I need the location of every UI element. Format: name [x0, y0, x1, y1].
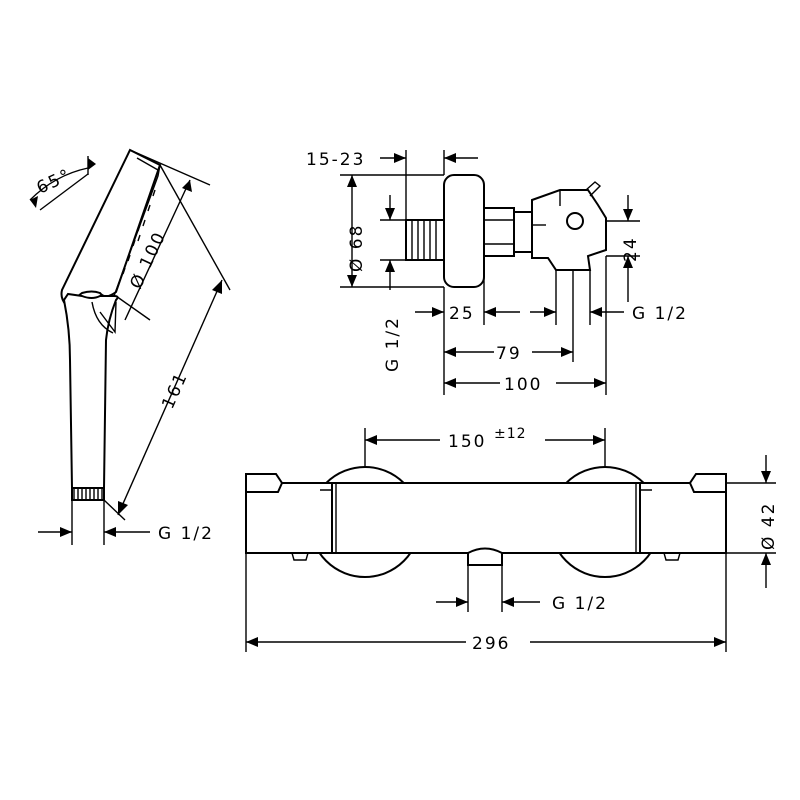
hand-shower-handle [62, 292, 119, 489]
angle-label: 65° [34, 165, 75, 198]
escutcheon-diameter-dimension: Ø 68 [340, 174, 444, 288]
front-left-cap [245, 473, 284, 493]
side-knob [566, 212, 584, 230]
side-thread-right-label: G 1/2 [632, 304, 688, 324]
side-dim-79-label: 79 [496, 344, 522, 364]
front-spacing-dimension: 150 ±12 [364, 426, 606, 467]
hand-length-label: 161 [158, 369, 192, 412]
front-thread-label: G 1/2 [552, 594, 608, 614]
offset-dimension: 15-23 [306, 150, 478, 220]
side-escutcheon [443, 174, 485, 288]
side-view: 15-23 Ø 68 G 1/2 25 [306, 150, 688, 395]
front-view: 150 ±12 Ø 42 G 1/2 296 [245, 426, 779, 654]
side-dim-25: 25 [415, 256, 520, 395]
side-thread-left-dimension: G 1/2 [380, 195, 406, 372]
hand-shower-thread [71, 487, 105, 501]
side-dim-100-label: 100 [504, 375, 542, 395]
side-dim-24-label: 24 [621, 236, 641, 262]
side-dim-79: 79 [444, 270, 574, 364]
front-diameter-dimension: Ø 42 [726, 455, 779, 588]
front-width-dimension: 296 [245, 492, 727, 654]
hand-shower-view: 65° Ø 100 161 G 1/2 [29, 148, 231, 545]
offset-label: 15-23 [306, 150, 365, 170]
side-valve-body [531, 189, 607, 271]
escutcheon-diameter-label: Ø 68 [347, 224, 367, 272]
angle-dimension: 65° [29, 156, 96, 211]
front-thread-dimension: G 1/2 [436, 565, 608, 614]
side-thread-right-dimension: G 1/2 [530, 270, 688, 325]
front-diameter-label: Ø 42 [759, 502, 779, 550]
side-dim-24: 24 [606, 195, 641, 302]
front-outlet [467, 547, 503, 566]
front-main-body [245, 482, 727, 554]
side-dim-100: 100 [444, 256, 607, 395]
hand-thread-label: G 1/2 [158, 524, 214, 544]
front-right-cap [688, 473, 727, 493]
front-width-label: 296 [472, 634, 510, 654]
side-dim-25-label: 25 [449, 304, 475, 324]
front-spacing-label: 150 [448, 432, 486, 452]
front-spacing-tolerance: ±12 [494, 426, 527, 442]
spray-nozzles [117, 189, 156, 287]
side-thread-left-label: G 1/2 [383, 316, 403, 372]
hand-thread-dimension: G 1/2 [38, 500, 214, 545]
